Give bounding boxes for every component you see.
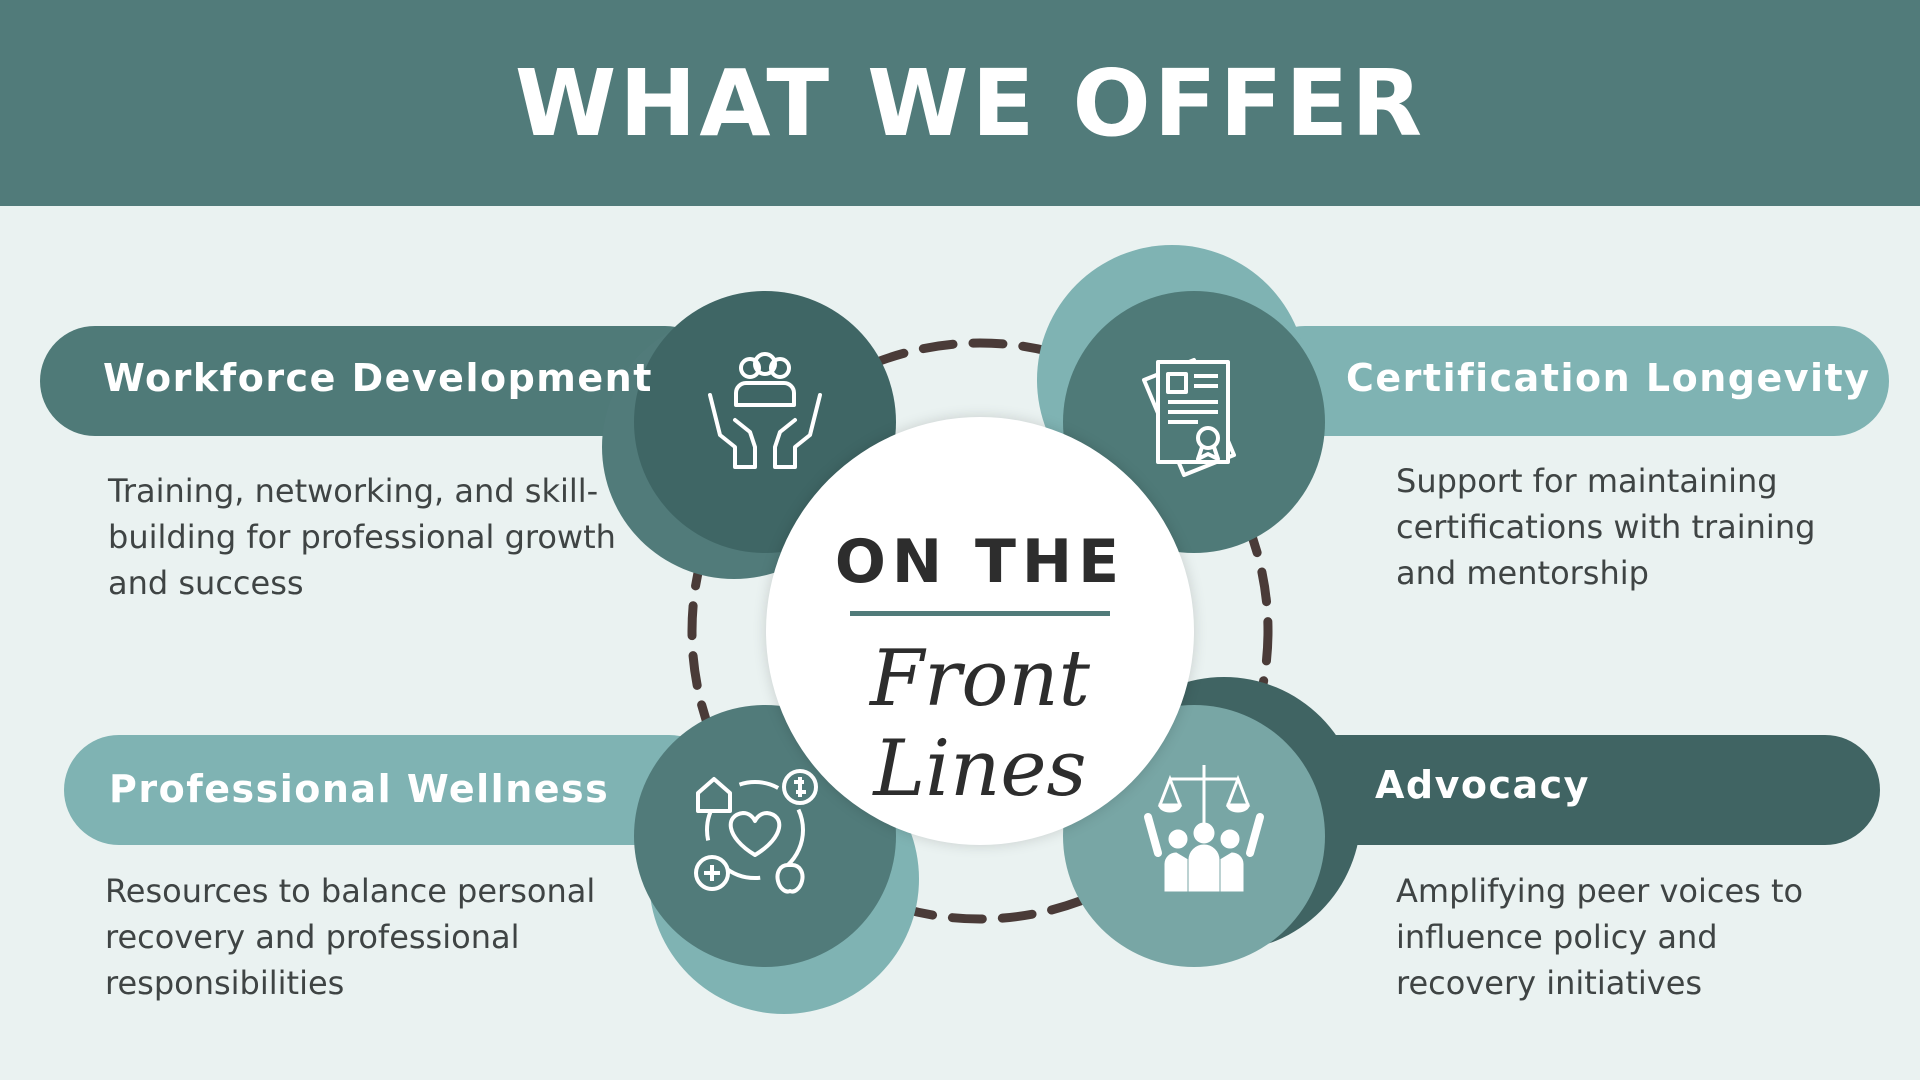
wellness-description: Resources to balance personal recovery a… xyxy=(105,872,596,1002)
hands-people-icon xyxy=(708,352,822,469)
header-banner: WHAT WE OFFER xyxy=(0,0,1920,206)
advocacy-description: Amplifying peer voices to influence poli… xyxy=(1396,872,1804,1002)
scales-people-icon xyxy=(1144,765,1264,892)
certification-title: Certification Longevity xyxy=(1346,356,1871,400)
certificate-icon xyxy=(1142,358,1236,477)
workforce-title: Workforce Development xyxy=(103,356,653,400)
advocacy-title: Advocacy xyxy=(1375,763,1590,807)
wellness-pill xyxy=(64,735,724,845)
center-line2: Front Lines xyxy=(870,634,1090,814)
wellness-cycle-icon xyxy=(694,769,818,894)
certification-description: Support for maintaining certifications w… xyxy=(1396,462,1816,592)
center-logo-circle: ON THE Front Lines xyxy=(766,417,1194,845)
certification-pill xyxy=(1250,326,1889,436)
wellness-title: Professional Wellness xyxy=(109,767,610,811)
center-line1: ON THE xyxy=(834,527,1126,597)
page-title: WHAT WE OFFER xyxy=(514,49,1426,157)
workforce-description: Training, networking, and skill-building… xyxy=(108,472,616,602)
advocacy-pill xyxy=(1260,735,1880,845)
center-divider xyxy=(850,611,1110,616)
